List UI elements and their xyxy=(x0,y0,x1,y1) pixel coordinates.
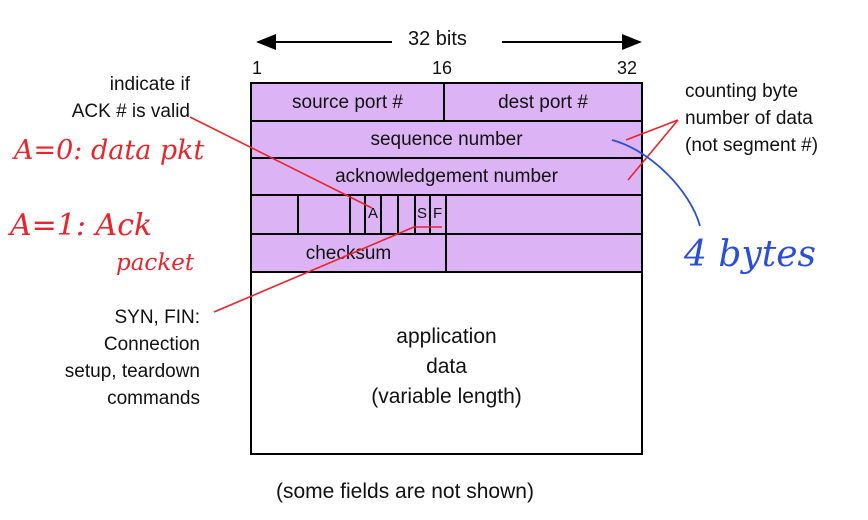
width-label: 32 bits xyxy=(408,28,467,50)
bit-end-label: 32 xyxy=(617,58,638,78)
flag-divider-7 xyxy=(429,196,431,233)
synfin-line3: setup, teardown xyxy=(64,361,200,382)
application-data-field: application data (variable length) xyxy=(250,271,643,455)
flag-fin: F xyxy=(433,205,443,222)
counting-pointer-seq xyxy=(625,119,679,141)
four-bytes-curve xyxy=(611,139,701,227)
counting-line1: counting byte xyxy=(685,81,799,102)
flag-divider-1 xyxy=(297,196,299,233)
ack-valid-line2: ACK # is valid xyxy=(71,101,190,122)
flag-divider-3 xyxy=(364,196,366,233)
checksum-divider xyxy=(445,235,447,271)
flag-divider-2 xyxy=(349,196,351,233)
synfin-line4: commands xyxy=(107,388,200,409)
handwritten-four-bytes: 4 bytes xyxy=(684,234,816,275)
port-divider xyxy=(443,84,445,120)
ack-valid-line1: indicate if xyxy=(109,74,190,95)
ack-valid-pointer xyxy=(189,116,373,209)
handwritten-a0: A=0: data pkt xyxy=(14,135,205,166)
row-flags: A S F xyxy=(250,194,643,235)
synfin-pointer xyxy=(213,226,415,313)
synfin-line1: SYN, FIN: xyxy=(114,307,200,328)
ack-number-label: acknowledgement number xyxy=(335,166,558,187)
app-data-line3: (variable length) xyxy=(371,385,522,408)
app-data-line2: data xyxy=(426,355,467,378)
sequence-number-label: sequence number xyxy=(370,129,523,150)
checksum-field: checksum xyxy=(305,243,392,264)
handwritten-a1: A=1: Ack xyxy=(10,208,153,243)
row-ports: source port # dest port # xyxy=(250,82,643,122)
dest-port-field: dest port # xyxy=(498,92,588,113)
app-data-line1: application xyxy=(396,325,497,348)
counting-pointer-ack xyxy=(627,119,679,181)
synfin-note: SYN, FIN: Connection setup, teardown com… xyxy=(22,304,200,412)
footnote: (some fields are not shown) xyxy=(276,480,534,503)
handwritten-a1-packet: packet xyxy=(116,250,195,276)
flag-divider-8 xyxy=(445,196,447,233)
counting-line3: (not segment #) xyxy=(685,135,819,156)
bit-mid-label: 16 xyxy=(432,58,453,78)
counting-line2: number of data xyxy=(685,108,813,129)
counting-note: counting byte number of data (not segmen… xyxy=(685,78,818,159)
flag-ack: A xyxy=(368,205,379,222)
flag-syn: S xyxy=(417,205,428,222)
source-port-field: source port # xyxy=(292,92,403,113)
synfin-line2: Connection xyxy=(103,334,200,355)
ack-valid-note: indicate if ACK # is valid xyxy=(40,71,190,125)
bit-start-label: 1 xyxy=(252,58,263,78)
flag-divider-4 xyxy=(380,196,382,233)
flag-divider-6 xyxy=(414,196,416,233)
sequence-number-field: sequence number xyxy=(250,120,643,159)
flag-divider-5 xyxy=(397,196,399,233)
